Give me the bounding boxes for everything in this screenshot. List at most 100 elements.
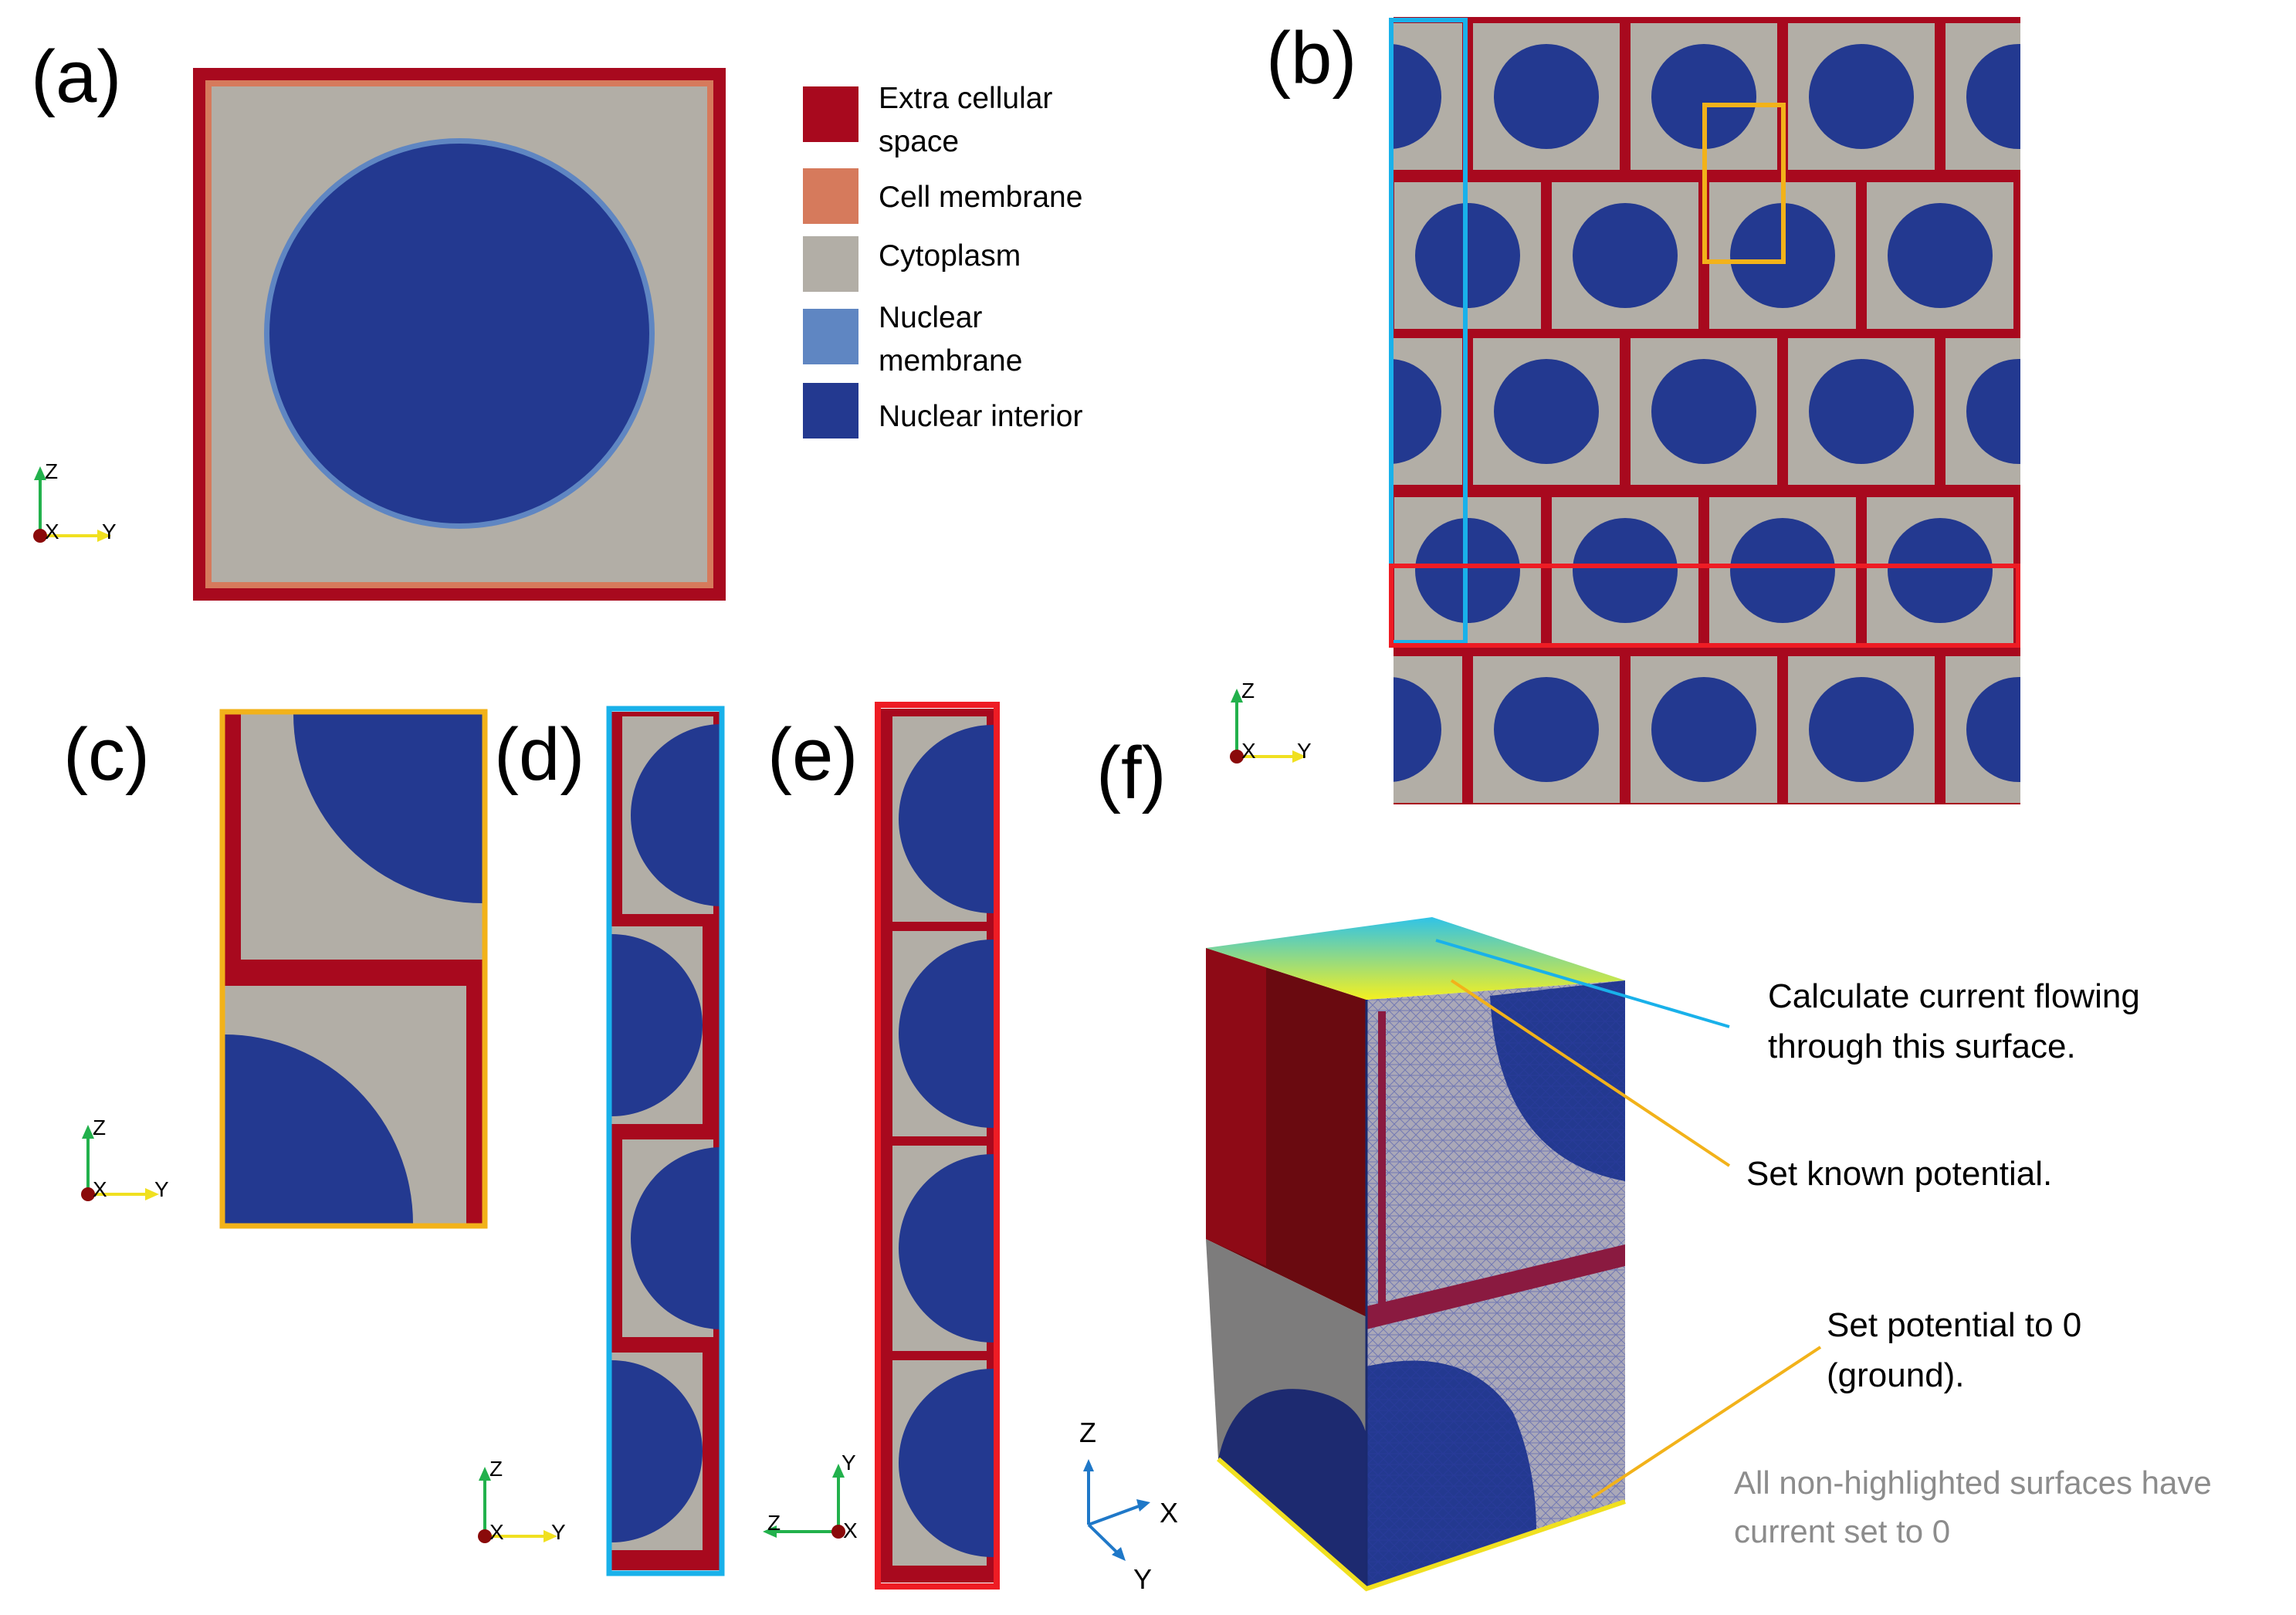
- cell: [1394, 656, 1462, 803]
- cell: [611, 1353, 703, 1550]
- axis-y-label: Y: [551, 1520, 566, 1544]
- cytoplasm: [2182, 182, 2296, 329]
- cell: [2103, 23, 2250, 170]
- nucleus: [1494, 359, 1599, 464]
- cell-column: [611, 716, 720, 1550]
- cell: [1158, 338, 1305, 485]
- cell: [1552, 497, 1698, 644]
- cell: [2182, 497, 2296, 644]
- cell: [1631, 338, 1777, 485]
- nucleus: [1651, 44, 1756, 149]
- nucleus: [1494, 677, 1599, 782]
- nucleus: [1573, 518, 1678, 623]
- bottom-surface-ground: [1217, 1457, 1626, 1592]
- nucleus: [1809, 359, 1914, 464]
- cytoplasm: [2024, 182, 2171, 329]
- axis-triad-a: Z X Y: [33, 459, 117, 543]
- axis-y-label: Y: [1297, 739, 1312, 763]
- axis-z-label: Z: [489, 1457, 503, 1481]
- nucleus: [1179, 677, 1284, 782]
- nucleus: [899, 1154, 994, 1342]
- nucleus: [1494, 44, 1599, 149]
- cytoplasm: [2103, 338, 2250, 485]
- extracellular-space: [224, 960, 483, 986]
- cell: [1788, 656, 1935, 803]
- axis-x-label: X: [45, 520, 59, 543]
- nucleus: [1394, 44, 1441, 149]
- panel-c-frame: [219, 709, 488, 1229]
- panel-f-label: (f): [1096, 732, 1167, 814]
- legend-swatch-nuclear-interior: [803, 383, 858, 438]
- legend-label: space: [879, 125, 959, 158]
- axis-triad-e: Y Z X: [763, 1451, 858, 1542]
- cell: [892, 931, 994, 1136]
- cell: [892, 716, 994, 922]
- nucleus: [1258, 518, 1363, 623]
- cell: [2103, 656, 2250, 803]
- nucleus-quarter: [224, 1034, 413, 1224]
- panel-b-lattice: [1158, 17, 2296, 804]
- nucleus: [2124, 359, 2229, 464]
- cytoplasm: [1237, 182, 1383, 329]
- axis-z-label: Z: [1079, 1417, 1096, 1448]
- nucleus: [1966, 359, 2020, 464]
- annotation-current-line2: through this surface.: [1768, 1028, 2076, 1065]
- legend-label: Cytoplasm: [879, 239, 1021, 273]
- cell: [1709, 497, 1856, 644]
- nucleus: [611, 1360, 703, 1542]
- cytoplasm: [2182, 497, 2296, 644]
- cell: [622, 1139, 720, 1337]
- axis-x-label: X: [489, 1520, 504, 1544]
- cytoplasm: [1158, 656, 1305, 803]
- cell: [1473, 23, 1620, 170]
- top-surface-current: [1206, 917, 1625, 1000]
- nucleus: [1651, 677, 1756, 782]
- cell: [1788, 23, 1935, 170]
- axis-z-label: Z: [45, 459, 58, 483]
- annotation-note-line1: All non-highlighted surfaces have: [1734, 1464, 2212, 1501]
- leader-line-potential: [1450, 979, 1731, 1167]
- nucleus: [1394, 359, 1441, 464]
- cell: [2103, 338, 2250, 485]
- cell: [622, 716, 720, 914]
- axis-x-label: X: [1160, 1497, 1178, 1529]
- cell: [1867, 497, 2013, 644]
- highlight-column-cyan: [1389, 18, 1468, 645]
- nuclear-interior: [269, 144, 649, 523]
- legend: Extra cellular space Cell membrane Cytop…: [803, 82, 1082, 438]
- cell: [1631, 656, 1777, 803]
- nucleus: [1809, 44, 1914, 149]
- panel-d-frame: [606, 706, 725, 1576]
- cytoplasm: [1237, 497, 1383, 644]
- cell: [1237, 497, 1383, 644]
- membrane-band: [1366, 1244, 1625, 1329]
- cell: [611, 926, 703, 1124]
- nucleus: [1730, 518, 1835, 623]
- cell: [2024, 182, 2171, 329]
- cytoplasm: [2024, 497, 2171, 644]
- leader-line-current: [1435, 939, 1730, 1028]
- extracellular-space: [466, 960, 483, 1224]
- legend-swatch-nuclear-membrane: [803, 309, 858, 364]
- axis-y-label: Y: [102, 520, 117, 543]
- nucleus: [1258, 203, 1363, 308]
- annotation-current-line1: Calculate current flowing: [1768, 977, 2140, 1015]
- panel-b-label: (b): [1266, 17, 1356, 100]
- nucleus: [2203, 518, 2296, 623]
- cell: [1946, 338, 2020, 485]
- annotation-known-potential: Set known potential.: [1746, 1155, 2052, 1193]
- nucleus: [1888, 203, 1993, 308]
- panel-a-label: (a): [31, 36, 121, 118]
- axis-x-label: X: [843, 1519, 858, 1542]
- nucleus: [1394, 677, 1441, 782]
- panel-d-column: [611, 712, 720, 1570]
- nucleus: [899, 940, 994, 1128]
- cell: [1473, 338, 1620, 485]
- cell: [2024, 497, 2171, 644]
- cell: [2182, 182, 2296, 329]
- panel-d-label: (d): [494, 713, 584, 796]
- annotation-ground-line2: (ground).: [1827, 1356, 1965, 1394]
- cell: [1788, 338, 1935, 485]
- legend-label: membrane: [879, 344, 1022, 378]
